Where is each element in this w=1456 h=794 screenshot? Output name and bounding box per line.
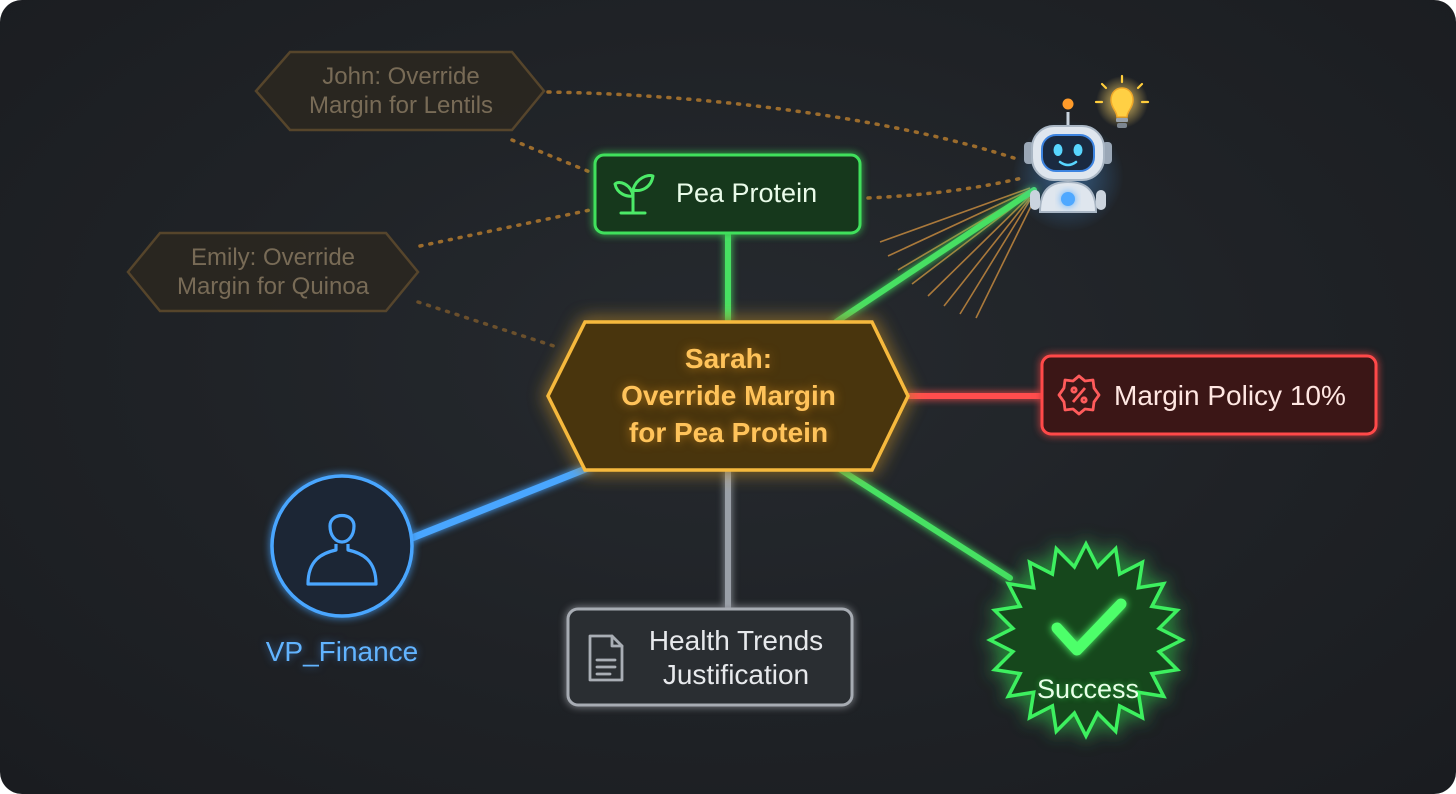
node-margin-policy-label: Margin Policy 10%	[1114, 380, 1346, 411]
edge-emily-to-sarah	[416, 300, 562, 350]
node-sarah-shape	[546, 320, 910, 472]
document-icon	[588, 634, 624, 682]
edge-sarah-to-agent	[833, 187, 1037, 325]
edge-john-to-pea	[510, 138, 592, 174]
sarah-line-3: for Pea Protein	[628, 417, 829, 448]
health-line-1: Health Trends	[648, 625, 824, 656]
node-health-label: Health Trends Justification	[636, 624, 836, 692]
solid-edges	[408, 187, 1045, 611]
node-success-label: Success	[1036, 674, 1140, 704]
node-pea-protein-shape	[593, 153, 862, 235]
node-vp-finance-label: VP_Finance	[265, 636, 419, 667]
edge-sarah-to-success	[835, 465, 1013, 581]
node-john-shape	[254, 50, 546, 132]
edge-pea-to-agent	[866, 176, 1024, 200]
node-margin-policy-shape	[1040, 354, 1378, 436]
percent-badge-icon	[1057, 374, 1101, 416]
edge-emily-to-pea	[418, 208, 592, 248]
sarah-line-1: Sarah:	[684, 343, 773, 374]
checkmark-icon	[1051, 598, 1127, 656]
node-emily-label: Emily: Override Margin for Quinoa	[160, 243, 386, 301]
health-line-2: Justification	[662, 659, 810, 690]
emily-line-2: Margin for Quinoa	[176, 273, 370, 300]
person-icon	[306, 513, 378, 586]
node-pea-protein-label: Pea Protein	[676, 178, 818, 208]
node-john-label: John: Override Margin for Lentils	[290, 62, 512, 120]
emily-line-1: Emily: Override	[190, 244, 356, 271]
john-line-2: Margin for Lentils	[308, 92, 494, 119]
node-vp-finance-shape	[270, 474, 414, 618]
node-sarah-label: Sarah: Override Margin for Pea Protein	[585, 340, 872, 451]
sarah-line-2: Override Margin	[621, 380, 836, 411]
dotted-connectors	[416, 90, 1024, 350]
sprout-icon	[613, 174, 655, 215]
node-emily-shape	[126, 231, 420, 313]
edge-sarah-to-vp	[408, 464, 592, 542]
lightbulb-icon	[1094, 74, 1150, 128]
john-line-1: John: Override	[322, 63, 480, 90]
robot-icon	[1012, 98, 1124, 232]
node-health-shape	[566, 607, 854, 707]
edge-john-to-agent	[546, 90, 1022, 162]
